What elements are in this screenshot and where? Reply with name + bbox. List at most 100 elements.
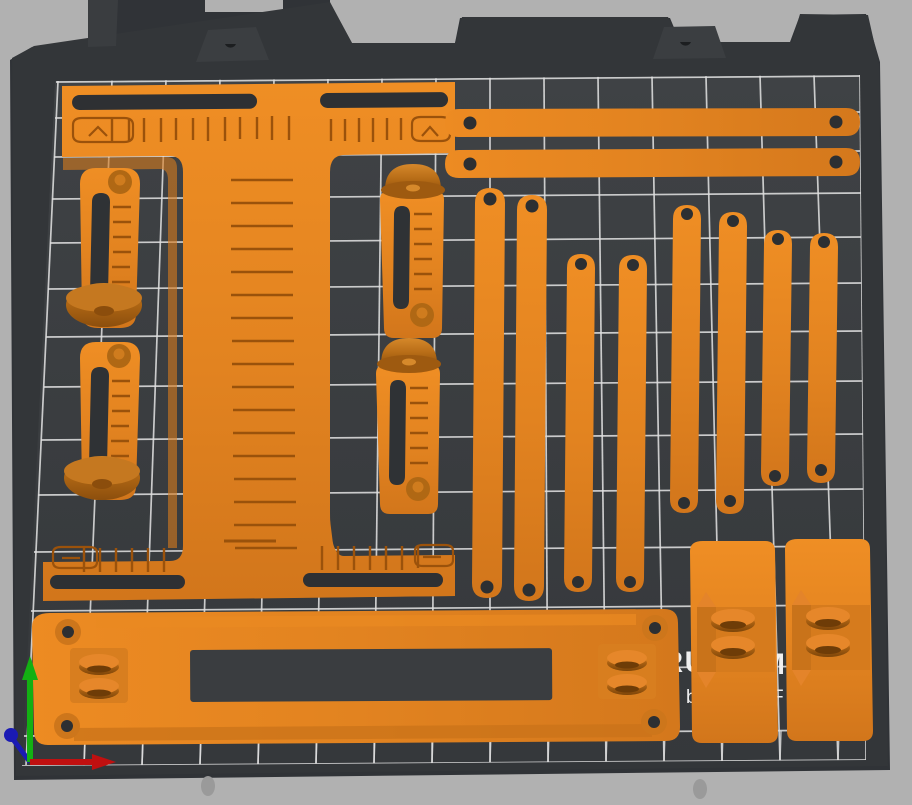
axis-y-arrow-icon <box>22 656 38 680</box>
slider-scale <box>112 205 131 284</box>
link-hole-left <box>463 116 477 130</box>
model-base-rail-long[interactable] <box>32 609 680 745</box>
link-hole-bottom <box>572 576 584 588</box>
cross-ticks-bottom-left <box>82 548 166 572</box>
model-link-bar-vertical-group[interactable] <box>472 188 838 601</box>
model-slider-cone-knob-upper[interactable] <box>66 168 142 328</box>
link-bar-body <box>514 195 547 601</box>
link-hole-top <box>483 192 497 206</box>
link-hole-bottom <box>522 583 536 597</box>
mount-block-bevel-chamfer-top <box>792 590 811 605</box>
link-hole-bottom <box>769 470 781 482</box>
mount-block-boss-pair <box>806 607 850 657</box>
model-mount-block-1[interactable] <box>690 541 778 743</box>
slider-pivot-hole-inner <box>412 481 424 493</box>
bed-brand-line4: F <box>772 687 784 708</box>
bed-tab-right-screw-icon <box>680 42 691 46</box>
link-bar-body <box>670 205 701 513</box>
model-slider-cone-knob-lower[interactable] <box>64 342 140 500</box>
link-bar-body <box>761 230 792 486</box>
slider-scale <box>414 212 432 291</box>
base-rail-boss-block-left <box>70 648 128 703</box>
link-hole-left <box>463 157 477 171</box>
link-hole-right <box>829 155 843 169</box>
link-bar-body <box>716 212 747 514</box>
link-hole-bottom <box>724 495 736 507</box>
link-bar-body <box>445 108 860 137</box>
bed-notch-left <box>88 0 118 47</box>
link-hole-top <box>575 258 587 270</box>
model-slider-dome-knob-upper[interactable] <box>380 164 445 338</box>
link-bar-body <box>807 233 838 483</box>
link-bar-vertical-7[interactable] <box>761 230 792 486</box>
slider-cone-knob-top <box>66 284 142 312</box>
link-hole-bottom <box>480 580 494 594</box>
model-link-bar-horizontal-second[interactable] <box>445 148 860 178</box>
mount-block-bevel-chamfer-top <box>697 592 716 607</box>
link-bar-vertical-4[interactable] <box>616 255 647 592</box>
slider-scale <box>410 386 428 465</box>
model-link-bar-horizontal-top[interactable] <box>445 108 860 137</box>
cross-ticks-bottom-right <box>320 546 420 570</box>
link-bar-body <box>445 148 860 178</box>
slider-slot <box>90 193 110 303</box>
slider-slot <box>389 380 406 485</box>
mount-block-bevel-chamfer-bottom <box>697 672 716 688</box>
link-bar-body <box>564 254 595 592</box>
bed-tab-left-screw-icon <box>225 44 236 48</box>
cross-slot-bottom-right <box>303 573 443 587</box>
cross-badge-top-left-icon <box>71 116 135 144</box>
link-hole-top <box>818 236 830 248</box>
link-bar-vertical-5[interactable] <box>670 205 701 513</box>
link-bar-vertical-3[interactable] <box>564 254 595 592</box>
slider-slot <box>393 206 410 309</box>
slider-cone-knob-top <box>64 457 140 485</box>
model-mount-block-2[interactable] <box>785 539 873 741</box>
link-hole-top <box>681 208 693 220</box>
cross-slot-bottom-left <box>50 575 185 589</box>
cross-slot-top-right <box>320 92 449 108</box>
slider-dome-knob-hole <box>402 358 416 366</box>
link-hole-top <box>525 199 539 213</box>
slider-dome-knob-hole <box>406 184 420 192</box>
front-screw-left-icon <box>201 776 215 796</box>
base-rail-window-cutout <box>190 648 553 702</box>
mount-block-boss-pair <box>711 609 755 659</box>
base-rail-boss-block-right <box>598 644 656 699</box>
link-hole-top <box>772 233 784 245</box>
link-bar-body <box>472 188 505 598</box>
link-bar-vertical-8[interactable] <box>807 233 838 483</box>
mount-block-bevel-chamfer-bottom <box>792 670 811 686</box>
model-cross-frame-ruler[interactable] <box>43 82 455 601</box>
slider-pivot-hole-inner <box>416 307 428 319</box>
cross-trunk-scale <box>231 178 297 550</box>
base-rail-screw-holes <box>54 615 668 739</box>
base-rail-top-ledge <box>96 614 636 628</box>
slider-pivot-hole-inner <box>113 348 125 360</box>
link-bar-vertical-1[interactable] <box>472 188 505 598</box>
axis-x-arrow-icon <box>92 754 116 770</box>
slider-slot <box>89 367 109 475</box>
link-hole-top <box>627 259 639 271</box>
link-hole-top <box>727 215 739 227</box>
slider-scale <box>111 379 130 458</box>
link-bar-vertical-6[interactable] <box>716 212 747 514</box>
base-rail-bottom-ledge <box>74 724 652 741</box>
link-bar-body <box>616 255 647 592</box>
front-screw-right-icon <box>693 779 707 799</box>
link-hole-bottom <box>624 576 636 588</box>
slider-cone-knob-center <box>92 479 112 489</box>
cross-ticks-top-left <box>110 116 291 142</box>
cross-badge-bottom-left-icon <box>51 545 99 570</box>
axis-z-cap-icon <box>4 728 18 742</box>
cross-ticks-top-right <box>329 118 403 142</box>
slider-pivot-hole-inner <box>114 174 126 186</box>
model-slider-dome-knob-lower[interactable] <box>376 338 441 514</box>
link-bar-vertical-2[interactable] <box>514 195 547 601</box>
cross-badge-bottom-right-icon <box>413 543 455 568</box>
slider-cone-knob-center <box>94 306 114 316</box>
link-hole-bottom <box>815 464 827 476</box>
cross-slot-top-left <box>72 93 258 110</box>
